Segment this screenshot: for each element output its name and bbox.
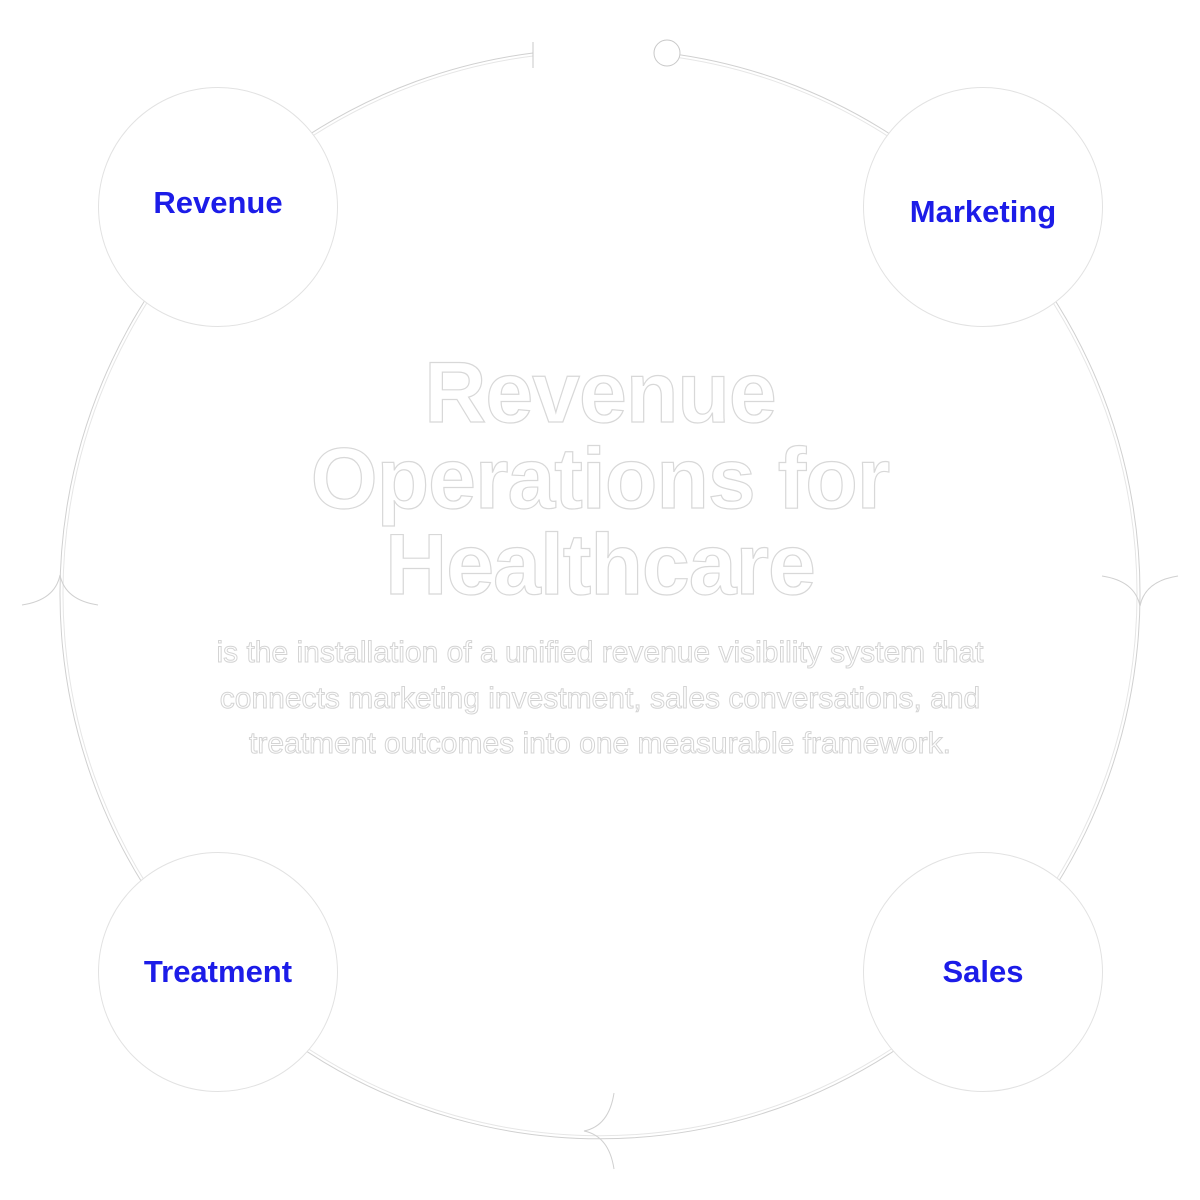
node-revenue: Revenue xyxy=(98,87,338,327)
node-label: Treatment xyxy=(143,954,293,989)
description: is the installation of a unified revenue… xyxy=(216,636,984,761)
cycle-arc-inner xyxy=(62,55,1138,1137)
title-line: Healthcare xyxy=(384,517,816,613)
node-label: Marketing xyxy=(909,194,1057,229)
arrow-left-icon xyxy=(583,1092,615,1170)
node-label: Sales xyxy=(942,954,1024,989)
title-line: Operations for xyxy=(310,431,891,527)
node-treatment: Treatment xyxy=(98,852,338,1092)
center-content: Revenue Operations for Healthcare is the… xyxy=(200,345,1000,767)
node-label: Revenue xyxy=(153,185,283,220)
node-marketing: Marketing xyxy=(863,87,1103,327)
title-line: Revenue xyxy=(424,345,778,441)
node-sales: Sales xyxy=(863,852,1103,1092)
arrow-down-icon xyxy=(1101,575,1179,607)
end-dot xyxy=(653,39,681,67)
arrow-up-icon xyxy=(21,574,99,606)
